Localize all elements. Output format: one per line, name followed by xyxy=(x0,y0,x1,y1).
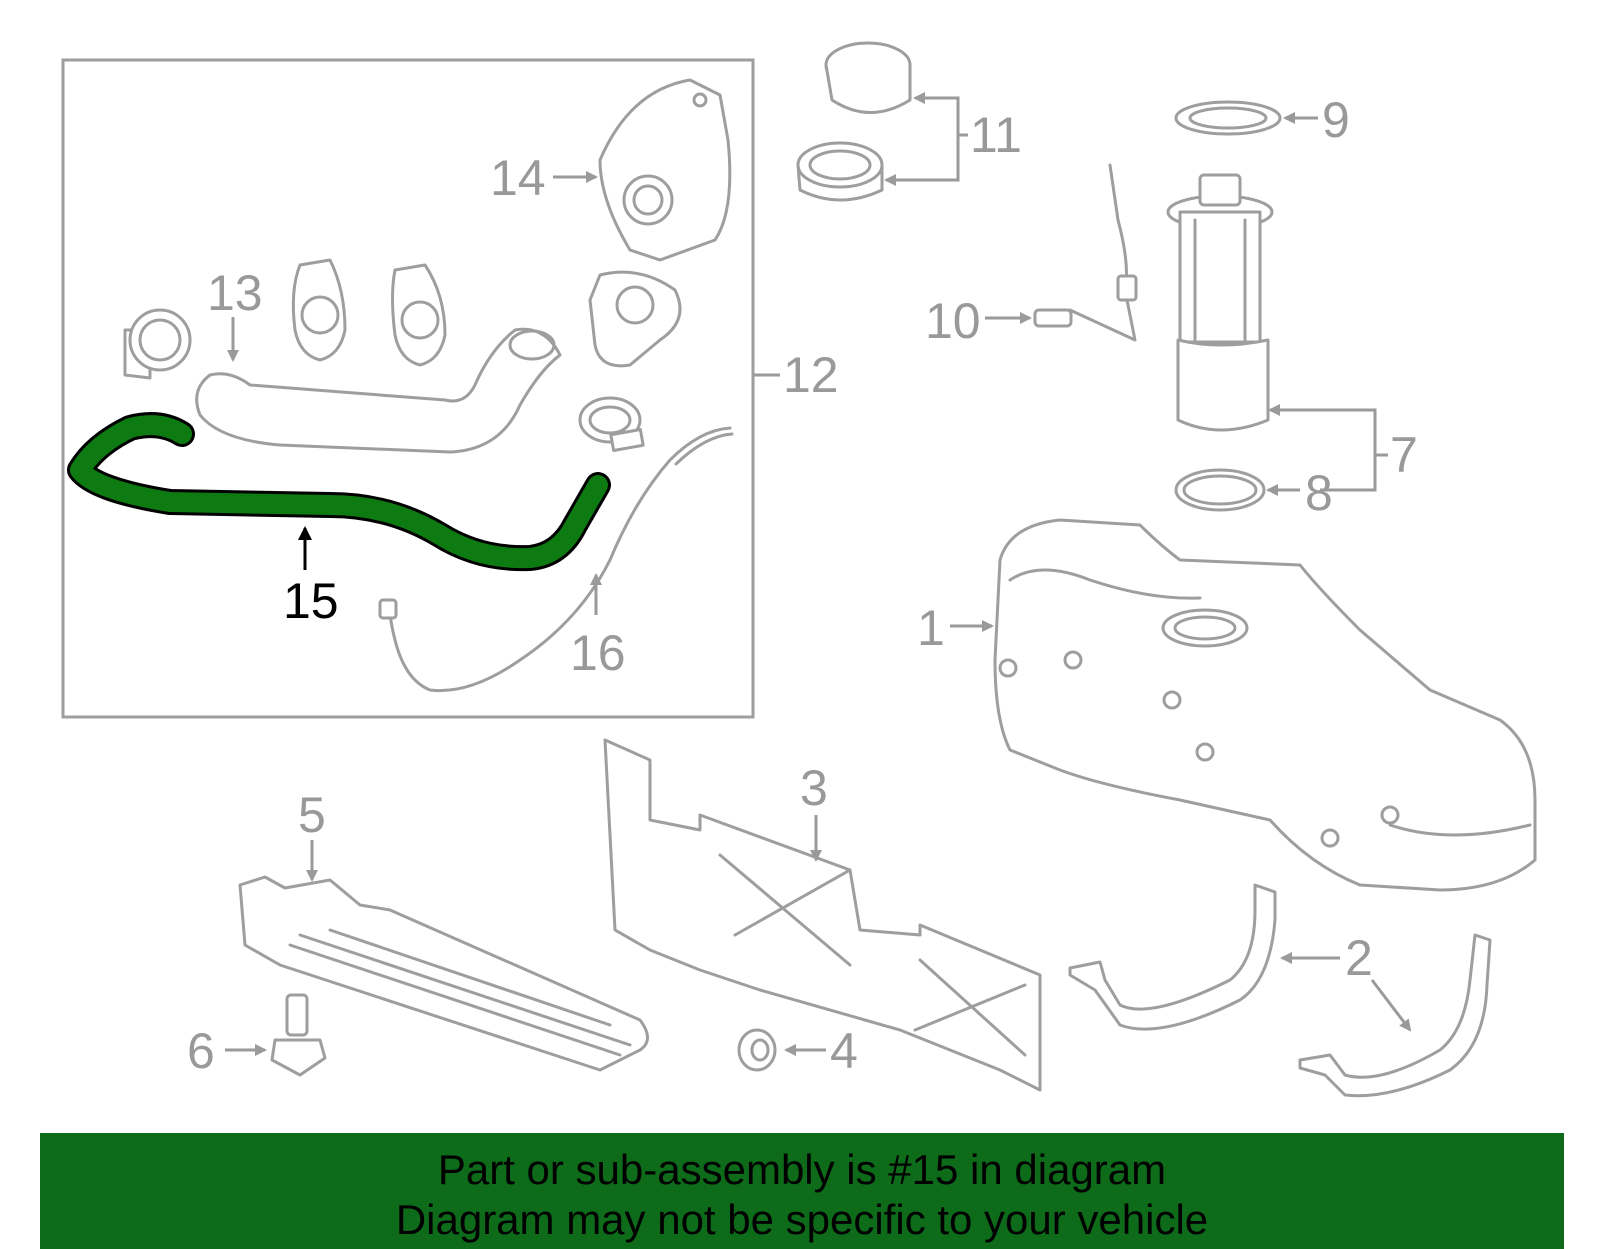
part-8-pump-seal[interactable] xyxy=(1174,468,1266,512)
callout-3: 3 xyxy=(800,760,828,816)
part-7-fuel-pump-module[interactable] xyxy=(1166,173,1274,432)
part-16-fuel-line[interactable] xyxy=(378,426,734,693)
part-11-cap-seal[interactable] xyxy=(796,141,884,202)
part-4-grommet[interactable] xyxy=(737,1028,777,1072)
filler-neck-clamp[interactable] xyxy=(578,396,645,452)
part-13-bracket-b[interactable] xyxy=(391,263,447,367)
callout-10: 10 xyxy=(925,293,981,349)
callout-9: 9 xyxy=(1322,92,1350,148)
part-2-tank-strap-front[interactable] xyxy=(1068,883,1277,1031)
part-10-sensor[interactable] xyxy=(1033,163,1138,342)
part-13-bracket-a[interactable] xyxy=(291,258,347,362)
part-2-tank-strap-rear[interactable] xyxy=(1298,933,1492,1098)
callout-13: 13 xyxy=(207,265,263,321)
part-13-clamp-left[interactable] xyxy=(123,308,192,380)
callout-5: 5 xyxy=(298,787,326,843)
part-13-filler-hose[interactable] xyxy=(195,327,562,454)
part-3-heat-shield[interactable] xyxy=(603,738,1042,1092)
banner-line-disclaimer: Diagram may not be specific to your vehi… xyxy=(395,1196,1209,1243)
callout-8: 8 xyxy=(1305,465,1333,521)
callout-6: 6 xyxy=(187,1023,215,1079)
callout-1: 1 xyxy=(917,600,945,656)
part-6-bolt[interactable] xyxy=(270,993,327,1077)
callout-12: 12 xyxy=(783,347,839,403)
part-1-fuel-tank[interactable] xyxy=(993,518,1537,892)
callout-14: 14 xyxy=(490,150,546,206)
filler-neck-housing[interactable] xyxy=(588,270,682,368)
banner-line-part-number: Part or sub-assembly is #15 in diagram xyxy=(437,1146,1167,1193)
info-banner: Part or sub-assembly is #15 in diagram D… xyxy=(40,1133,1564,1249)
part-9-lock-ring[interactable] xyxy=(1174,100,1282,136)
assembly-box-12 xyxy=(61,58,755,719)
part-5-skid-plate[interactable] xyxy=(238,875,649,1072)
part-15-vent-hose[interactable] xyxy=(67,412,611,572)
callout-16: 16 xyxy=(570,625,626,681)
part-14-filler-housing[interactable] xyxy=(598,78,732,262)
callout-7: 7 xyxy=(1390,427,1418,483)
callout-15: 15 xyxy=(283,573,339,629)
callout-11: 11 xyxy=(970,107,1022,163)
part-11-fuel-cap[interactable] xyxy=(824,41,912,114)
callout-4: 4 xyxy=(830,1023,858,1079)
callout-2: 2 xyxy=(1345,930,1373,986)
